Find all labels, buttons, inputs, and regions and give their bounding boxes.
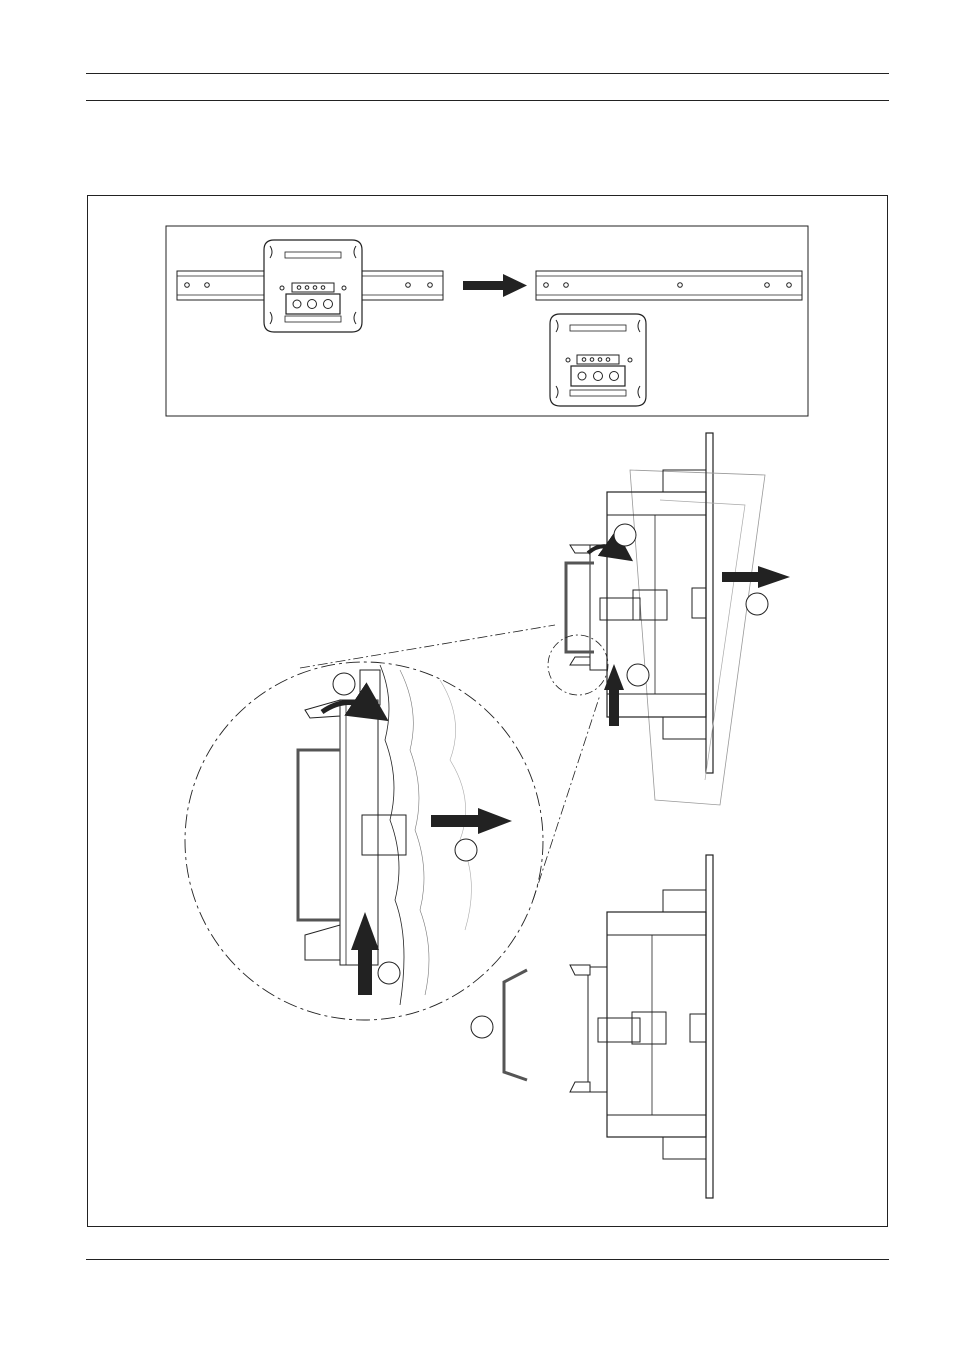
empty-rail — [536, 271, 802, 300]
detail-magnified — [185, 662, 543, 1020]
rail-with-module — [177, 240, 443, 332]
side-view-removed — [570, 855, 713, 1198]
side-view-removal — [548, 433, 790, 805]
mounting-plate-removed — [550, 314, 646, 406]
top-inset-panel — [166, 226, 808, 416]
rail-profile-removed — [471, 970, 527, 1080]
mounting-plate-left — [264, 240, 362, 332]
arrow-right-icon — [463, 274, 527, 297]
